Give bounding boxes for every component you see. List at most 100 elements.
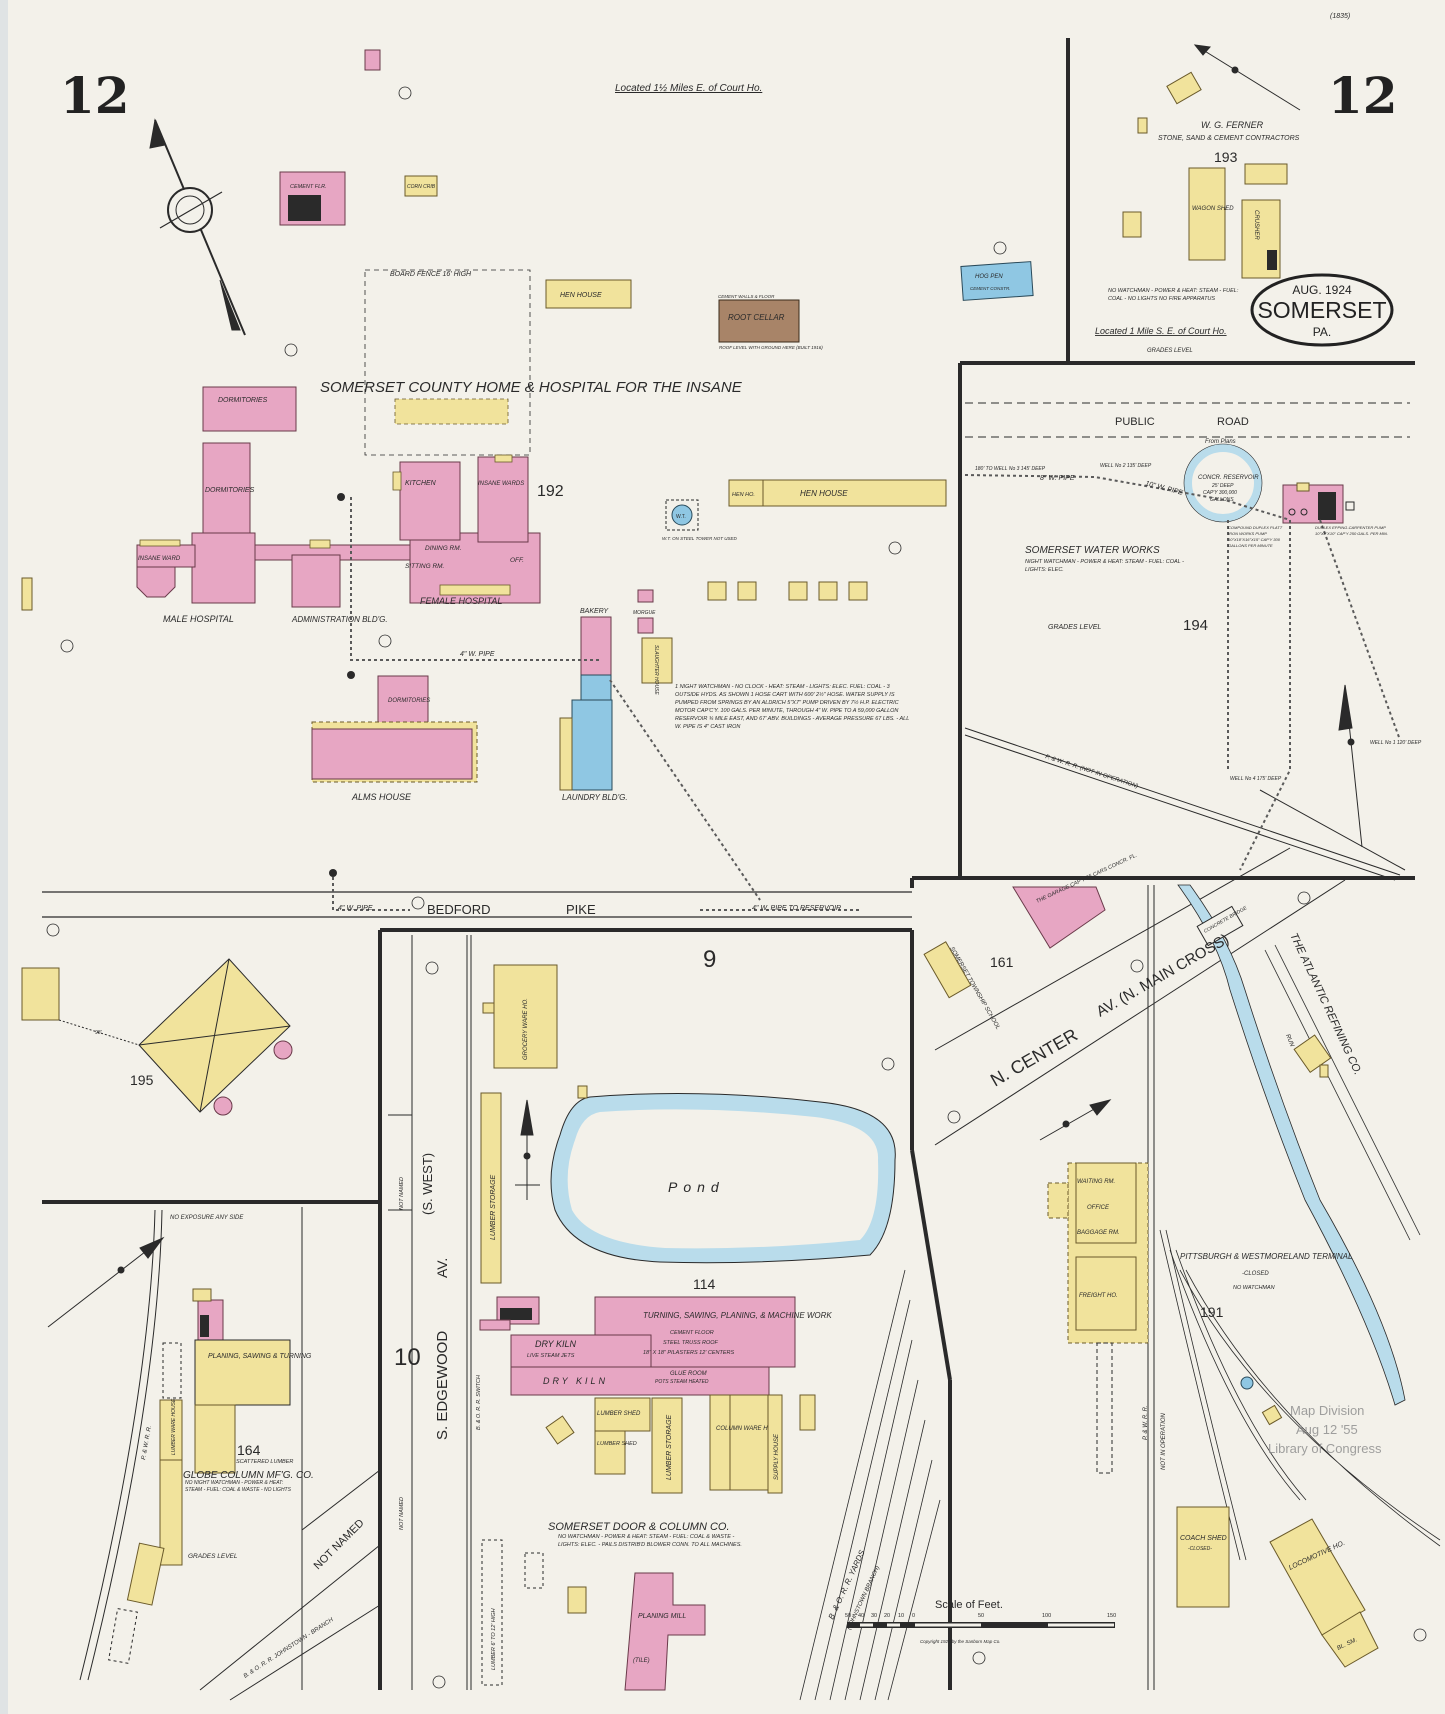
ferner-notes: NO WATCHMAN - POWER & HEAT: STEAM - FUEL… (1108, 288, 1238, 302)
hen-house-top[interactable]: HEN HOUSE (545, 279, 632, 309)
run-stream (1177, 884, 1406, 1406)
hog-pen-cement[interactable]: HOG PEN CEMENT CONSTR. (960, 261, 1034, 301)
shop-right[interactable] (799, 1394, 816, 1431)
alms-house-label: ALMS HOUSE (351, 792, 412, 802)
dry-kiln-2-label: DRY KILN (543, 1376, 608, 1386)
hog-pen-label: HOG PEN (975, 274, 1003, 280)
small-shed-left[interactable] (21, 577, 33, 611)
public-road-label-1: PUBLIC (1115, 416, 1155, 428)
shed-small-ferner[interactable] (1137, 117, 1148, 134)
lumber-storage-left[interactable]: LUMBER STORAGE (480, 1092, 502, 1284)
door-column-notes: NO WATCHMAN - POWER & HEAT: STEAM - FUEL… (558, 1534, 742, 1548)
main-factory-building[interactable]: TURNING, SAWING, PLANING, & MACHINE WORK… (479, 1296, 832, 1396)
ampl-t-shed[interactable] (21, 967, 60, 1021)
small-brick-shed[interactable] (364, 49, 381, 71)
county-home-title: SOMERSET COUNTY HOME & HOSPITAL FOR THE … (320, 379, 743, 396)
corn-crib[interactable] (404, 175, 438, 197)
copyright: Copyright 1924 by the Sanborn Map Co. (920, 1639, 1001, 1644)
smoke-house[interactable] (637, 589, 654, 603)
lumber-small[interactable] (567, 1586, 587, 1614)
hog-pen-ferner[interactable] (1122, 211, 1142, 238)
hen-ho-label: HEN HO. (732, 492, 755, 498)
planing-mill-label: PLANING MILL (638, 1613, 686, 1620)
globe-lumber-warehouse[interactable]: LUMBER WARE HOUSE (159, 1398, 183, 1566)
kitchen-label: KITCHEN (405, 480, 437, 487)
globe-main-mill[interactable]: PLANING, SAWING & TURNING (194, 1339, 312, 1474)
small-shed-d[interactable] (545, 1415, 575, 1445)
freight-platform (1096, 1342, 1113, 1474)
grocery-ware-house[interactable]: GROCERY WARE HO. (482, 964, 558, 1069)
refining-shed[interactable] (1319, 1064, 1329, 1078)
pipe-to-reservoir-label: 4" W. PIPE TO RESERVOIR (752, 905, 841, 912)
column-ware-house[interactable]: COLUMN WARE HO. (709, 1394, 774, 1491)
water-pipes (332, 497, 860, 911)
morgue[interactable] (637, 617, 654, 634)
crusher-building[interactable]: CRUSHER (1241, 199, 1281, 279)
public-road-label-2: ROAD (1217, 416, 1249, 428)
wagon-shed[interactable]: WAGON SHED (1188, 167, 1234, 261)
pipe-size-circles (46, 86, 1427, 1689)
av-label: AV. (434, 1258, 450, 1278)
pump-2-note: DUPLEX EPPING-CARPENTER PUMP 10"X8"X10" … (1315, 525, 1388, 536)
laundry-building[interactable]: LAUNDRY BLD'G. (559, 674, 628, 802)
slaughter-label: SLAUGHTER HOUSE (653, 645, 659, 695)
root-cellar[interactable]: ROOT CELLAR CEMENT WALLS & FLOOR ROOF LE… (718, 294, 823, 350)
block-number-194: 194 (1183, 617, 1208, 634)
planing-mill[interactable]: PLANING MILL (TILE) (624, 1572, 706, 1691)
north-arrow-globe-icon (47, 1236, 165, 1328)
ferner-owner: W. G. FERNER (1201, 120, 1264, 130)
dining-label: DINING RM. (425, 545, 462, 552)
terminal-station[interactable]: WAITING RM. OFFICE BAGGAGE RM. FREIGHT H… (1047, 1162, 1149, 1344)
small-hen-houses[interactable] (707, 581, 868, 601)
locomotive-house[interactable]: LOCOMOTIVE HO. BL. SM. (1269, 1518, 1379, 1668)
globe-engine-house[interactable] (192, 1288, 224, 1341)
alms-house-building[interactable]: DORMITORIES ALMS HOUSE (311, 675, 478, 802)
water-works-notes: NIGHT WATCHMAN - POWER & HEAT: STEAM - F… (1025, 559, 1184, 573)
concrete-reservoir[interactable]: CONCR. RESERVOIR 25' DEEP CAP'Y 300,000 … (1183, 443, 1263, 523)
bakery-building[interactable]: BAKERY (580, 608, 612, 676)
water-tank-tower[interactable]: W.T. W.T. ON STEEL TOWER NOT USED (662, 499, 738, 541)
board-fence (364, 269, 531, 456)
laundry-label: LAUNDRY BLD'G. (562, 793, 628, 802)
lumber-high-label: LUMBER 6' TO 12' HIGH (491, 1608, 497, 1670)
pump-house[interactable] (1282, 482, 1355, 524)
fence-label: BOARD FENCE 16' HIGH (390, 271, 472, 278)
male-hospital-building[interactable] (136, 386, 541, 608)
supply-house[interactable]: SUPPLY HOUSE (767, 1394, 783, 1494)
shed-yellow[interactable] (394, 398, 509, 425)
slaughter-house[interactable]: SLAUGHTER HOUSE (641, 637, 673, 695)
pw-rr-globe: P. & W. R. R. (141, 1425, 153, 1460)
coach-shed[interactable]: COACH SHED -CLOSED- (1176, 1506, 1230, 1608)
water-works-grades: GRADES LEVEL (1048, 624, 1101, 631)
coach-shed-label: COACH SHED (1180, 1535, 1227, 1542)
lumber-shed-2[interactable]: LUMBER SHED (594, 1430, 637, 1475)
terminal-title: PITTSBURGH & WESTMORELAND TERMINAL (1180, 1252, 1352, 1261)
north-arrow-compass-icon (149, 118, 246, 336)
shed-ferner[interactable] (1166, 71, 1202, 105)
sand-house[interactable] (1261, 1404, 1283, 1426)
water-works-pipes (964, 474, 1401, 871)
stamp-line-3: Library of Congress (1268, 1441, 1382, 1456)
well-4-label: WELL No 4 175' DEEP (1230, 776, 1282, 782)
lumber-ware-house-2[interactable] (126, 1542, 165, 1606)
ferner-grades: GRADES LEVEL (1147, 348, 1193, 354)
garage-building[interactable]: THE GARAGE CAP'Y 25 CARS CONCR. FL. (1012, 853, 1138, 949)
steel-truss-label: STEEL TRUSS ROOF (663, 1340, 719, 1346)
north-arrow-ferner-icon (1193, 44, 1301, 111)
block-number-114: 114 (693, 1276, 716, 1292)
porch (392, 471, 402, 491)
lumber-storage-middle[interactable]: LUMBER STORAGE (651, 1397, 683, 1494)
globe-company: GLOBE COLUMN MF'G. CO. (183, 1470, 314, 1481)
pond-shed[interactable] (577, 1085, 588, 1099)
hen-house-long[interactable]: HEN HO. HEN HOUSE (728, 479, 947, 507)
scale-tick: 40 (858, 1613, 864, 1619)
supply-label: SUPPLY HOUSE (774, 1433, 780, 1480)
stamp-line-1: Map Division (1290, 1403, 1364, 1418)
coach-shed-closed: -CLOSED- (1188, 1546, 1212, 1552)
not-named-small-2: NOT NAMED (399, 1497, 405, 1530)
building-195[interactable] (138, 958, 293, 1116)
sand-stone-bin[interactable] (1244, 163, 1288, 185)
library-of-congress-stamp: Map Division Aug 12 '55 Library of Congr… (1268, 1403, 1382, 1456)
dormitories-label-2: DORMITORIES (205, 487, 255, 494)
lumber-shed-1[interactable]: LUMBER SHED (594, 1397, 651, 1432)
